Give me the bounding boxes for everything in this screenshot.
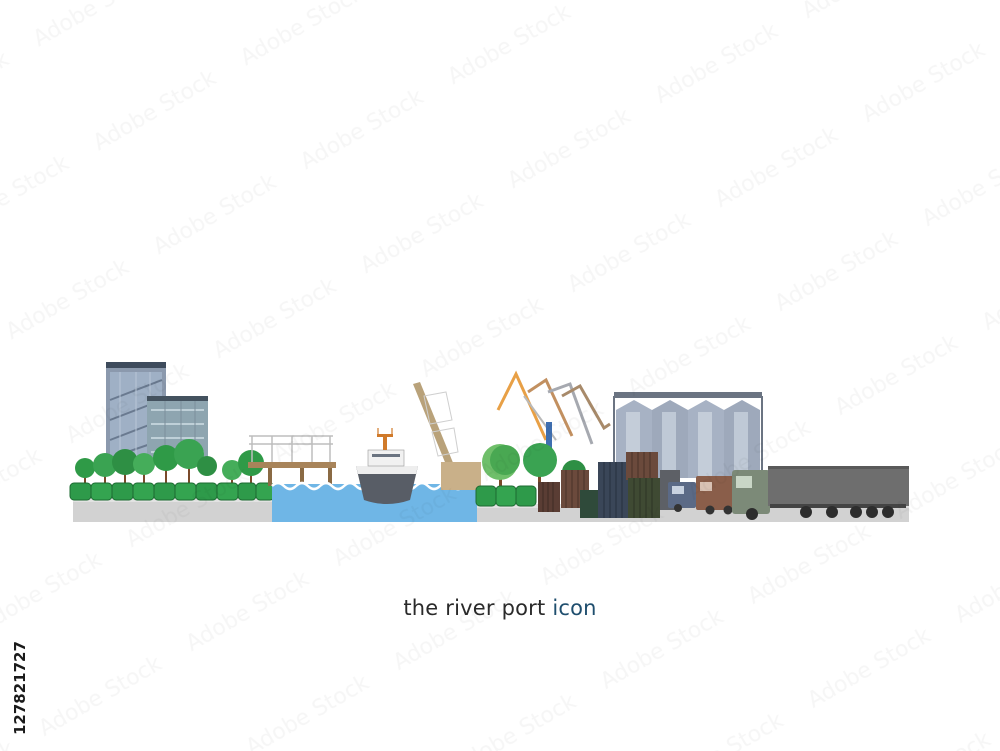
- harbor-cranes: [496, 370, 611, 448]
- bushes-left: [69, 482, 275, 501]
- trees-left: [75, 439, 264, 484]
- cargo-ship: [356, 428, 418, 504]
- caption-main: the river port: [403, 596, 553, 620]
- caption: the river port icon: [0, 596, 1000, 620]
- bushes-right: [475, 485, 537, 507]
- left-ground: [73, 498, 273, 522]
- caption-accent: icon: [552, 596, 597, 620]
- stock-id: 127821727: [11, 641, 29, 735]
- drawbridge: [413, 382, 481, 490]
